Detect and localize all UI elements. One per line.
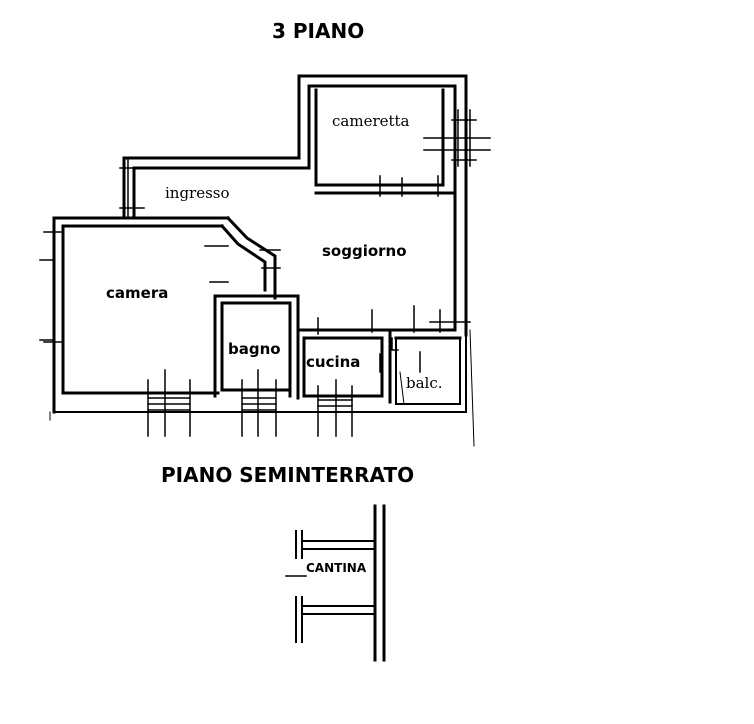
- basement-floor-title: PIANO SEMINTERRATO: [161, 463, 415, 487]
- room-label-cantina: CANTINA: [306, 561, 367, 575]
- room-label-cucina: cucina: [306, 353, 360, 371]
- basement-plan: CANTINA: [285, 504, 386, 662]
- window-marks: [39, 109, 491, 447]
- floor-3-plan: [39, 74, 491, 447]
- outer-walls: [52, 74, 468, 414]
- room-label-camera: camera: [106, 284, 168, 302]
- cameretta-walls: [314, 88, 457, 195]
- balcony-walls: [388, 328, 462, 405]
- bagno-walls: [213, 294, 300, 398]
- floor-3-title: 3 PIANO: [272, 19, 365, 43]
- room-labels: cameretta ingresso soggiorno camera bagn…: [106, 112, 443, 392]
- room-label-bagno: bagno: [228, 340, 281, 358]
- room-label-cameretta: cameretta: [332, 112, 410, 130]
- angled-walls: [219, 215, 277, 300]
- room-label-balcone: balc.: [406, 374, 443, 392]
- room-label-soggiorno: soggiorno: [322, 242, 407, 260]
- room-label-ingresso: ingresso: [165, 184, 230, 202]
